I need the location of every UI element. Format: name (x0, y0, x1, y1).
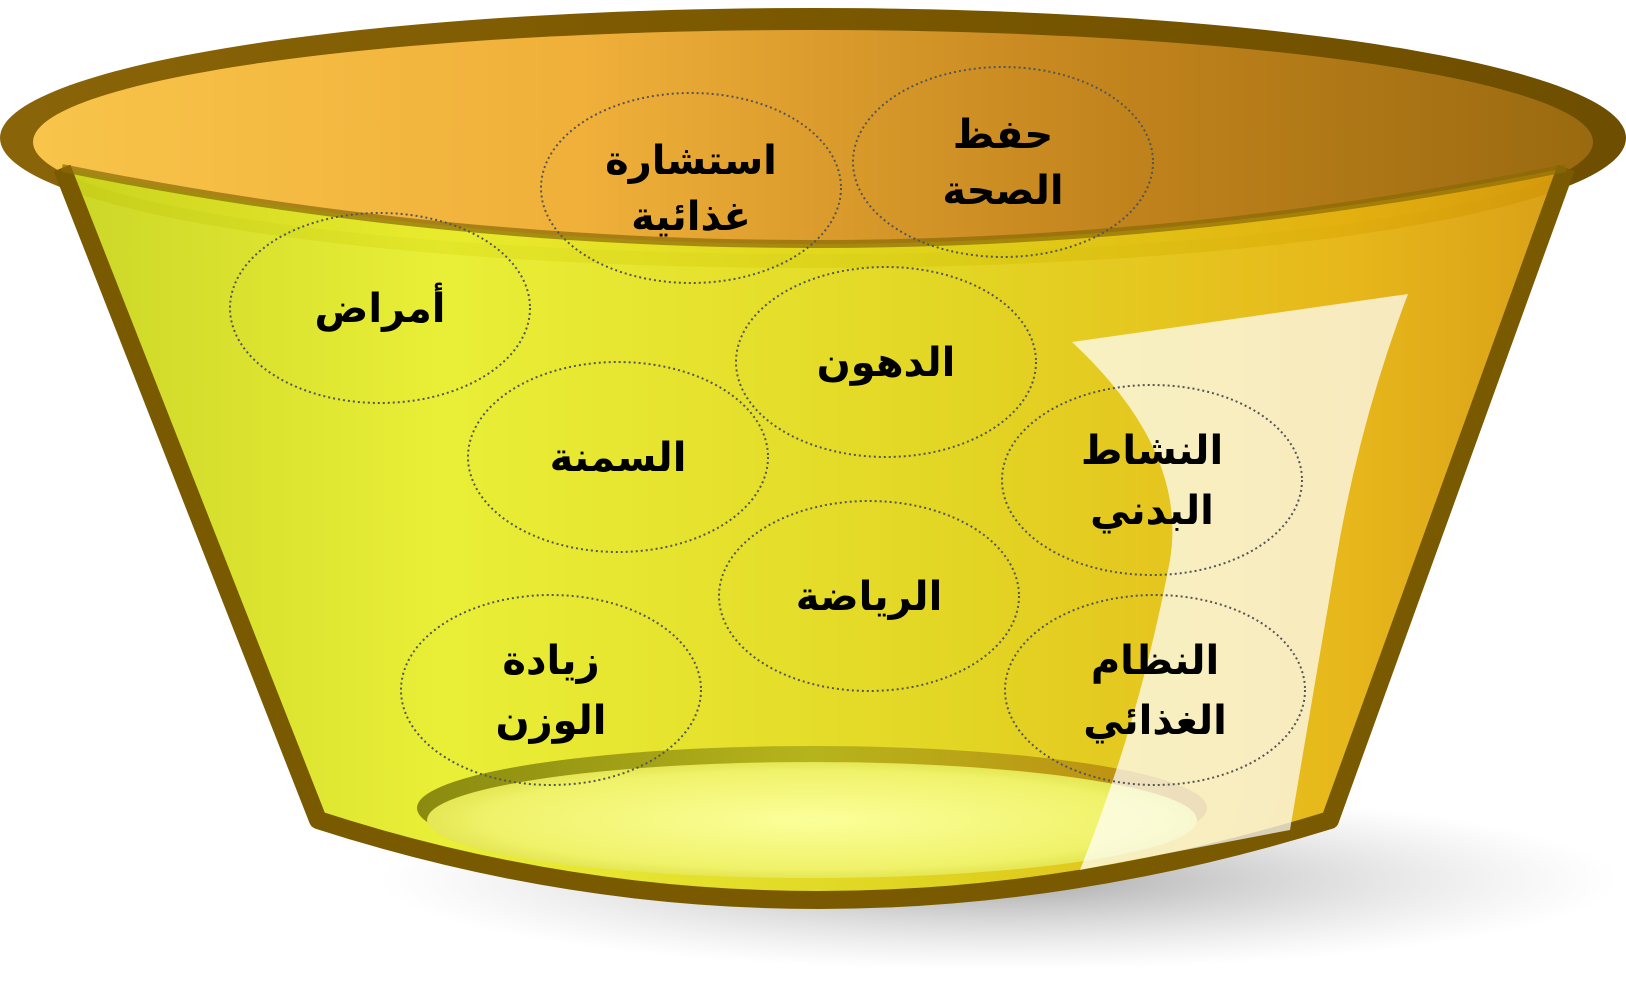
bubble-label: غذائية (631, 194, 751, 240)
bowl-back-lip (61, 164, 1567, 248)
bubble-label: الوزن (496, 698, 607, 744)
bubble-outline (852, 66, 1154, 258)
bubble-physical-activity: النشاط البدني (1001, 384, 1303, 576)
concept-bubbles: حفظ الصحة استشارة غذائية أمراض الدهون السمنة ال… (229, 66, 1306, 786)
bubble-outline (229, 212, 531, 404)
bowl-body-outline (53, 164, 1575, 909)
bubble-label: زيادة (502, 638, 599, 684)
glass-highlight (1072, 294, 1408, 870)
bubble-label: حفظ (953, 112, 1053, 158)
bubble-fats: الدهون (735, 266, 1037, 458)
bubble-label: استشارة (605, 138, 777, 184)
bubble-sport: الرياضة (718, 500, 1020, 692)
bubble-diet: النظام الغذائي (1004, 594, 1306, 786)
bubble-outline (400, 594, 702, 786)
bubble-label: النظام (1091, 638, 1219, 684)
bubble-label: السمنة (550, 435, 687, 481)
bubble-label: النشاط (1081, 428, 1223, 474)
bubble-label: الرياضة (796, 574, 943, 620)
bubble-outline (735, 266, 1037, 458)
bubble-label: البدني (1090, 488, 1214, 534)
bubble-outline (718, 500, 1020, 692)
bowl-interior (33, 30, 1593, 254)
bubble-nutrition-advice: استشارة غذائية (540, 92, 842, 284)
bubble-obesity: السمنة (467, 361, 769, 553)
bubble-label: الغذائي (1083, 698, 1227, 744)
bubble-label: أمراض (315, 282, 446, 332)
bubble-outline (540, 92, 842, 284)
bubble-outline (467, 361, 769, 553)
bubble-diseases: أمراض (229, 212, 531, 404)
bubble-outline (1004, 594, 1306, 786)
bubble-label: الصحة (942, 168, 1063, 214)
bubble-label: الدهون (817, 340, 956, 386)
bubble-weight-gain: زيادة الوزن (400, 594, 702, 786)
bubble-health: حفظ الصحة (852, 66, 1154, 258)
bubble-outline (1001, 384, 1303, 576)
bowl-bottom (427, 762, 1197, 878)
